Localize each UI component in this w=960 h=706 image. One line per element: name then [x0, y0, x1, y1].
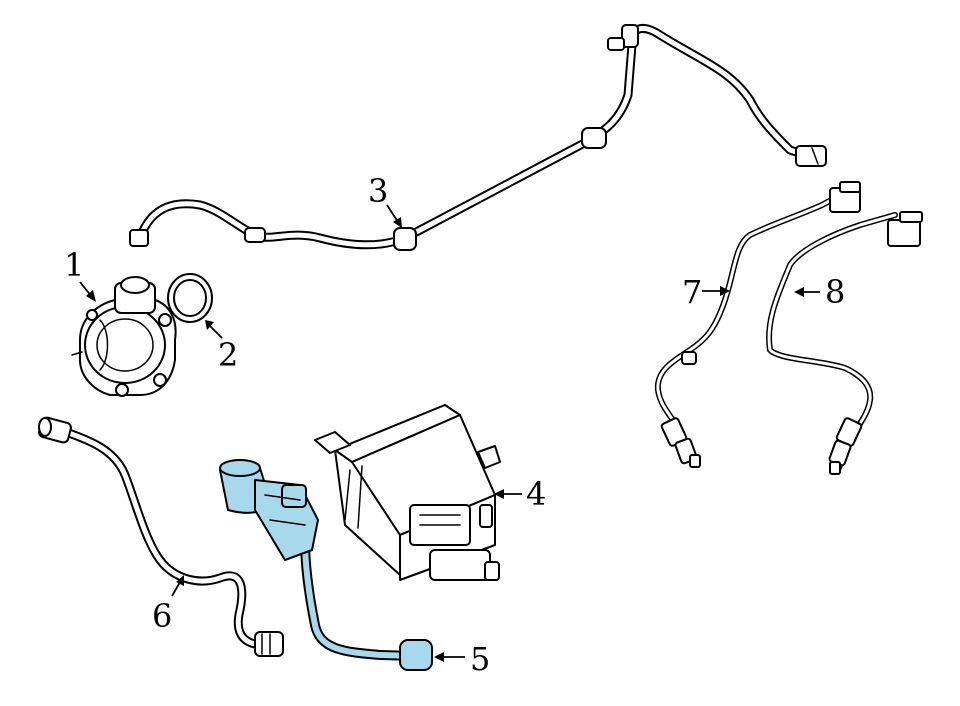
callout-5: 5: [470, 640, 490, 678]
canister-part-4[interactable]: [314, 404, 501, 581]
callout-labels: 1 2 3 4 5 6 7 8: [64, 172, 845, 678]
callout-6: 6: [152, 597, 172, 635]
callout-7: 7: [682, 273, 702, 311]
vacuum-pump-part-1[interactable]: [71, 276, 177, 397]
callout-1: 1: [64, 246, 84, 284]
hose-part-6[interactable]: [38, 416, 284, 657]
oxygen-sensor-part-8[interactable]: [766, 211, 923, 475]
leader-lines: [79, 204, 820, 662]
callout-2: 2: [218, 336, 238, 374]
vacuum-line-part-3[interactable]: [129, 24, 827, 251]
oxygen-sensor-part-7[interactable]: [654, 181, 861, 468]
callout-4: 4: [526, 475, 546, 513]
callout-8: 8: [825, 273, 845, 311]
highlight-hose: [302, 537, 418, 659]
purge-valve-part-5[interactable]: [219, 459, 433, 671]
callout-3: 3: [368, 172, 388, 210]
o-ring-part-2[interactable]: [167, 273, 213, 323]
